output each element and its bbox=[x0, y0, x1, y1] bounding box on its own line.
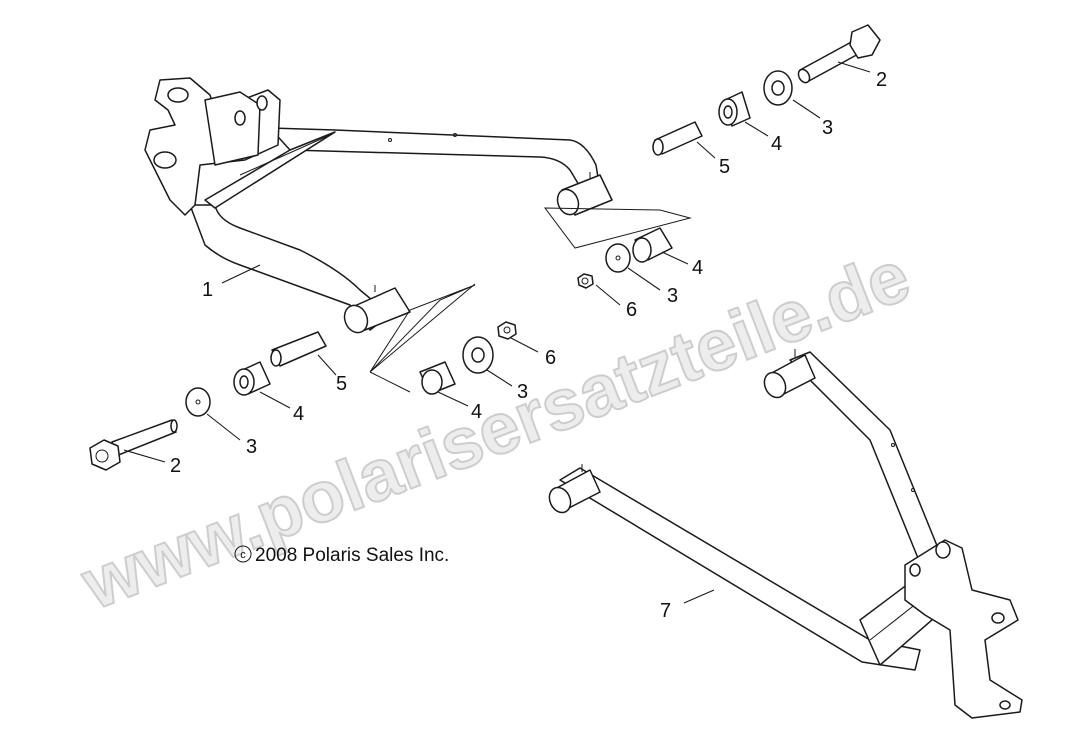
callout-2-top: 2 bbox=[876, 69, 887, 91]
callout-4-top: 4 bbox=[771, 133, 782, 155]
callout-5-top: 5 bbox=[719, 156, 730, 178]
watermark: www.polarisersatzteile.de bbox=[71, 236, 920, 626]
nut-center bbox=[497, 321, 517, 340]
callout-1: 1 bbox=[202, 279, 213, 301]
copyright-icon bbox=[234, 545, 252, 563]
lower-a-arm bbox=[548, 349, 1023, 719]
washer-left bbox=[185, 387, 211, 417]
bolt-left bbox=[111, 419, 177, 457]
callout-4-left: 4 bbox=[293, 403, 304, 425]
callout-3-center: 3 bbox=[517, 381, 528, 403]
copyright-symbol: c bbox=[240, 549, 246, 561]
upper-a-arm bbox=[144, 77, 692, 393]
callout-4-mid: 4 bbox=[692, 257, 703, 279]
callout-6-center: 6 bbox=[545, 347, 556, 369]
copyright-notice: c 2008 Polaris Sales Inc. bbox=[234, 545, 449, 566]
rear-pivot-hardware bbox=[577, 24, 881, 289]
callout-5-left: 5 bbox=[336, 373, 347, 395]
callout-4-center: 4 bbox=[471, 401, 482, 423]
front-pivot-hardware bbox=[89, 321, 517, 471]
nut-mid bbox=[577, 273, 594, 289]
copyright-text: 2008 Polaris Sales Inc. bbox=[255, 545, 449, 566]
callout-2-left: 2 bbox=[170, 455, 181, 477]
callout-3-mid: 3 bbox=[667, 285, 678, 307]
callout-3-left: 3 bbox=[246, 436, 257, 458]
callout-3-top: 3 bbox=[822, 117, 833, 139]
callout-labels: 1 2 3 4 5 4 3 6 5 4 3 2 4 3 6 7 bbox=[170, 69, 887, 622]
washer-mid bbox=[605, 243, 631, 273]
leader-lines bbox=[123, 61, 871, 604]
callout-6-mid: 6 bbox=[626, 299, 637, 321]
callout-7: 7 bbox=[660, 600, 671, 622]
